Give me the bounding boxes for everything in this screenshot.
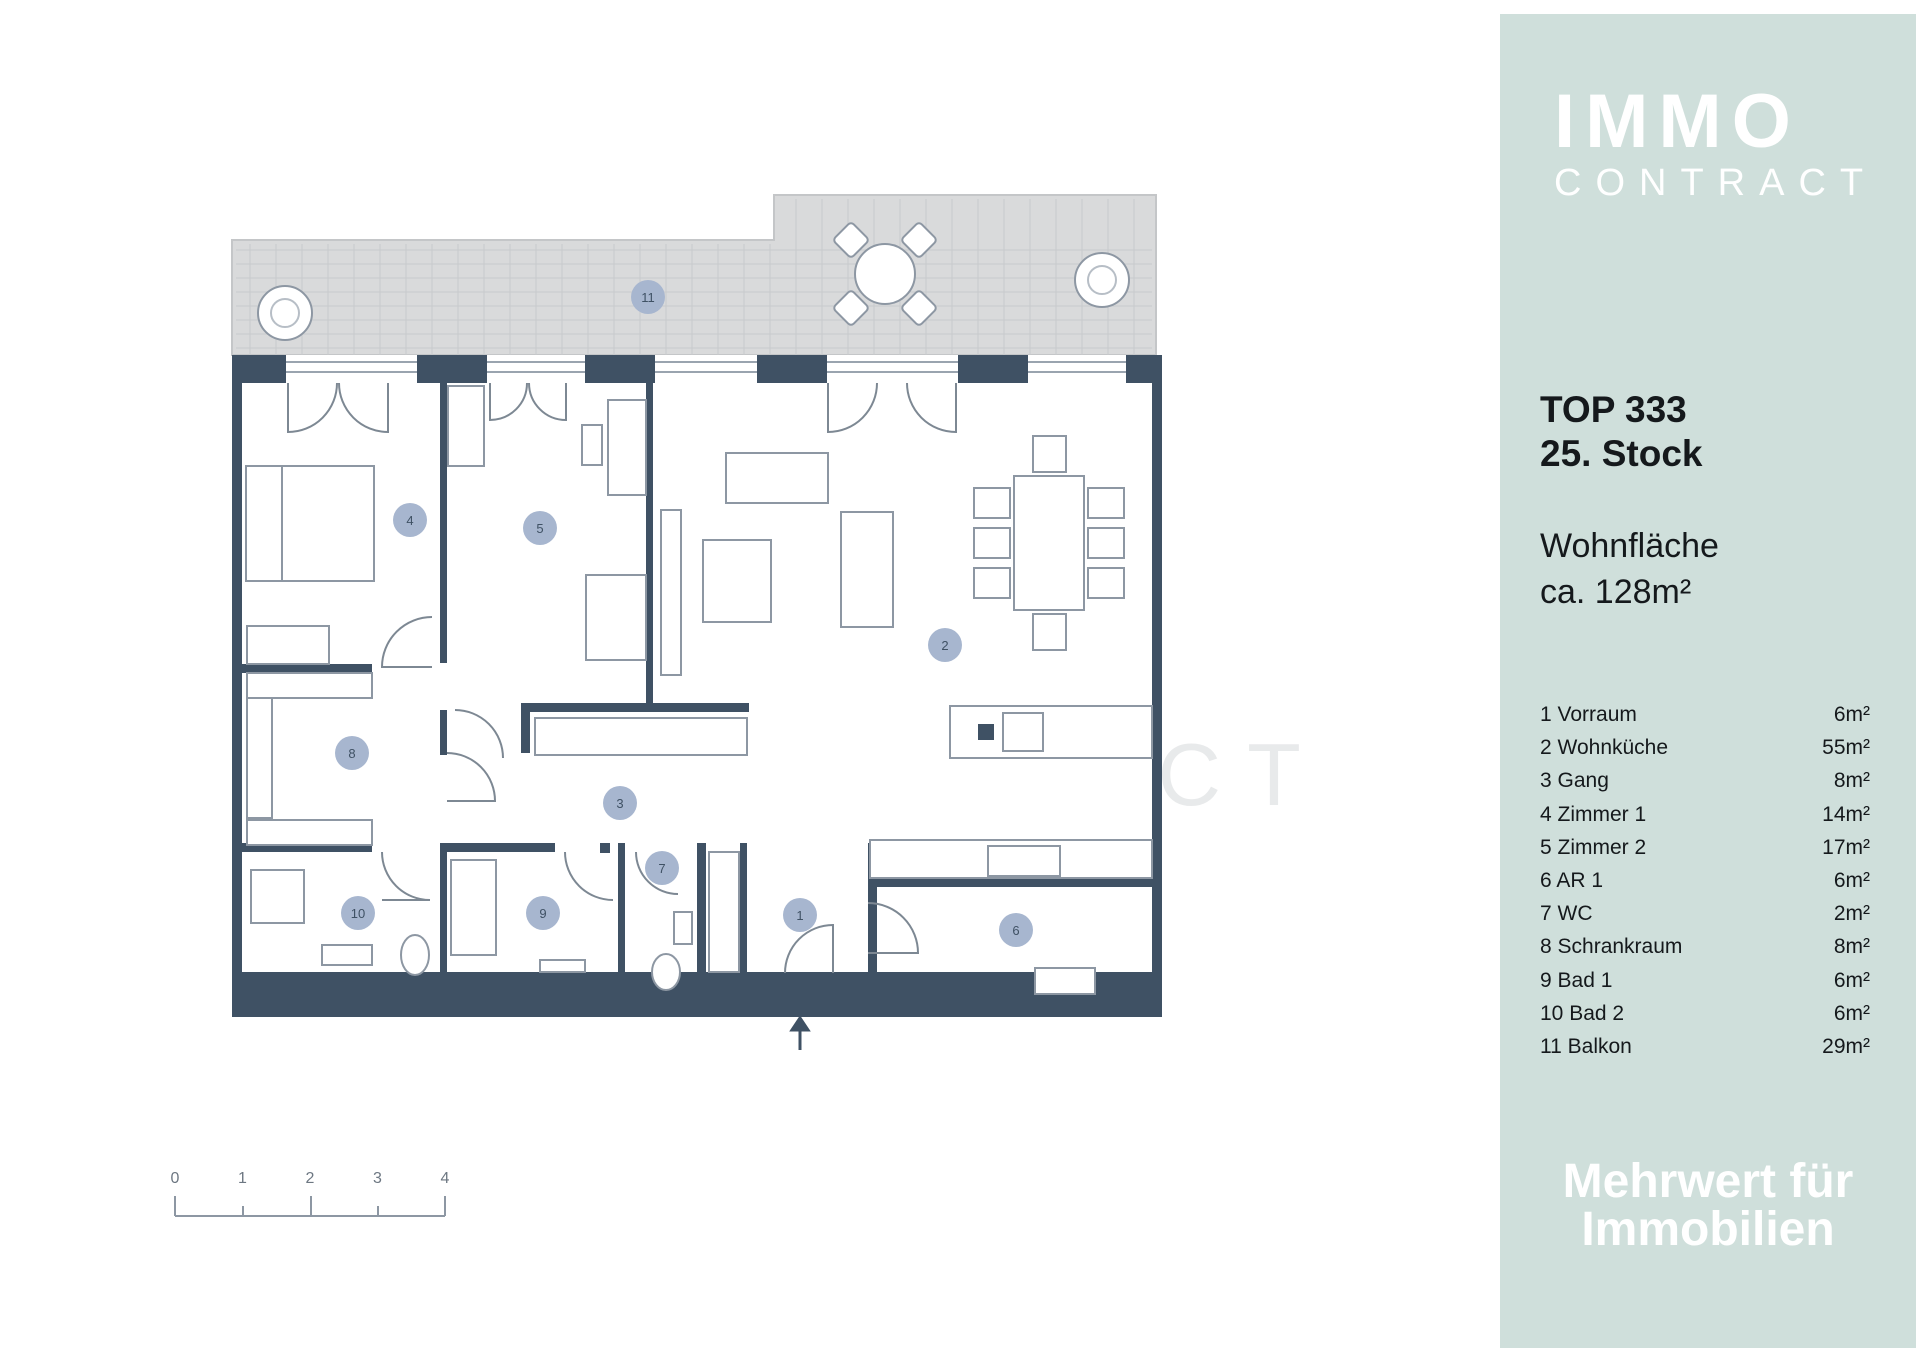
- scale-tick-label: 0: [171, 1170, 180, 1187]
- floor-number: 25. Stock: [1540, 433, 1703, 475]
- room-marker: [645, 851, 679, 885]
- room-area: 6m²: [1833, 868, 1870, 892]
- room-row: 11 Balkon 29m²: [1540, 1030, 1870, 1063]
- plant-left: [257, 285, 313, 341]
- room-area: 6m²: [1833, 703, 1870, 726]
- plant-right: [1074, 252, 1130, 308]
- scale-tick-label: 3: [373, 1170, 382, 1187]
- room-list: 1 Vorraum 6m² 2 Wohnküche 55m² 3 Gang 8m² 4 Zi…: [1540, 698, 1870, 1063]
- interior-walls: [242, 383, 1152, 993]
- stove-icon: [978, 724, 994, 740]
- room-row: 10 Bad 2 6m²: [1540, 997, 1870, 1030]
- slogan-line-1: Mehrwert für: [1562, 1155, 1854, 1208]
- room-area: 55m²: [1822, 736, 1870, 760]
- scale-tick-label: 2: [306, 1170, 315, 1187]
- room-row: 7 WC 2m²: [1540, 897, 1870, 930]
- room-marker-label: 3: [616, 796, 623, 811]
- room-row: 5 Zimmer 2 17m²: [1540, 831, 1870, 864]
- room-row: 2 Wohnküche 55m²: [1540, 731, 1870, 764]
- room-marker-label: 7: [658, 861, 665, 876]
- room-row: 4 Zimmer 1 14m²: [1540, 798, 1870, 831]
- room-marker-label: 9: [539, 906, 546, 921]
- room-label: 7 WC: [1540, 902, 1593, 926]
- room-marker: [603, 786, 637, 820]
- room-marker: [783, 898, 817, 932]
- slogan: Mehrwert für Immobilien: [1500, 1158, 1916, 1254]
- living-area: Wohnfläche ca. 128m²: [1540, 524, 1719, 616]
- room-marker: [335, 736, 369, 770]
- room-row: 8 Schrankraum 8m²: [1540, 930, 1870, 963]
- room-markers: 1 2 3 4 5 6 7 8 9 10 11: [335, 280, 1033, 947]
- balcony-table: [833, 222, 937, 326]
- room-label: 1 Vorraum: [1540, 703, 1637, 726]
- room-marker: [999, 913, 1033, 947]
- brand-sub: CONTRACT: [1554, 162, 1878, 204]
- room-marker-label: 8: [348, 746, 355, 761]
- doors: [287, 382, 957, 974]
- room-label: 5 Zimmer 2: [1540, 835, 1647, 859]
- room-label: 10 Bad 2: [1540, 1001, 1625, 1025]
- scale-tick-label: 4: [441, 1170, 450, 1187]
- entrance-arrow-icon: [789, 1015, 811, 1050]
- room-label: 9 Bad 1: [1540, 968, 1613, 992]
- room-marker-label: 5: [536, 521, 543, 536]
- room-area: 8m²: [1833, 935, 1870, 959]
- scale-bar: [174, 1196, 446, 1217]
- room-marker: [523, 511, 557, 545]
- room-label: 11 Balkon: [1540, 1034, 1632, 1058]
- room-area: 29m²: [1822, 1034, 1870, 1058]
- scale-tick-label: 1: [238, 1170, 247, 1187]
- room-area: 2m²: [1833, 902, 1870, 926]
- furniture: [245, 385, 1153, 995]
- room-row: 9 Bad 1 6m²: [1540, 964, 1870, 997]
- area-value: ca. 128m²: [1540, 572, 1692, 611]
- room-marker: [526, 896, 560, 930]
- unit-number: TOP 333: [1540, 389, 1687, 430]
- room-area: 14m²: [1822, 802, 1870, 826]
- room-label: 6 AR 1: [1540, 868, 1604, 892]
- room-label: 8 Schrankraum: [1540, 935, 1683, 959]
- balcony: [231, 194, 1157, 356]
- room-row: 6 AR 1 6m²: [1540, 864, 1870, 897]
- room-area: 6m²: [1833, 968, 1870, 992]
- exterior-walls: [232, 355, 1162, 1017]
- floor-plan: IMMO CONTRACT: [171, 194, 1301, 1217]
- room-row: 1 Vorraum 6m²: [1540, 698, 1870, 731]
- room-label: 3 Gang: [1540, 769, 1609, 793]
- room-marker: [928, 628, 962, 662]
- room-marker-label: 11: [641, 290, 655, 305]
- room-marker-label: 2: [941, 638, 948, 653]
- room-row: 3 Gang 8m²: [1540, 764, 1870, 797]
- info-panel: IMMO CONTRACT TOP 333 25. Stock Wohnfläc…: [1500, 14, 1916, 1348]
- room-marker: [631, 280, 665, 314]
- room-marker: [341, 896, 375, 930]
- room-marker-label: 6: [1012, 923, 1019, 938]
- room-area: 8m²: [1833, 769, 1870, 793]
- room-label: 4 Zimmer 1: [1540, 802, 1647, 826]
- room-area: 17m²: [1822, 835, 1870, 859]
- room-label: 2 Wohnküche: [1540, 736, 1669, 760]
- room-marker-label: 10: [351, 906, 365, 921]
- room-marker-label: 1: [796, 908, 803, 923]
- slogan-line-2: Immobilien: [1581, 1203, 1835, 1256]
- room-marker: [393, 503, 427, 537]
- room-area: 6m²: [1833, 1001, 1870, 1025]
- room-marker-label: 4: [406, 513, 413, 528]
- listing-header: TOP 333 25. Stock: [1540, 388, 1702, 477]
- area-label: Wohnfläche: [1540, 527, 1719, 565]
- brand-logo: IMMO: [1554, 79, 1801, 164]
